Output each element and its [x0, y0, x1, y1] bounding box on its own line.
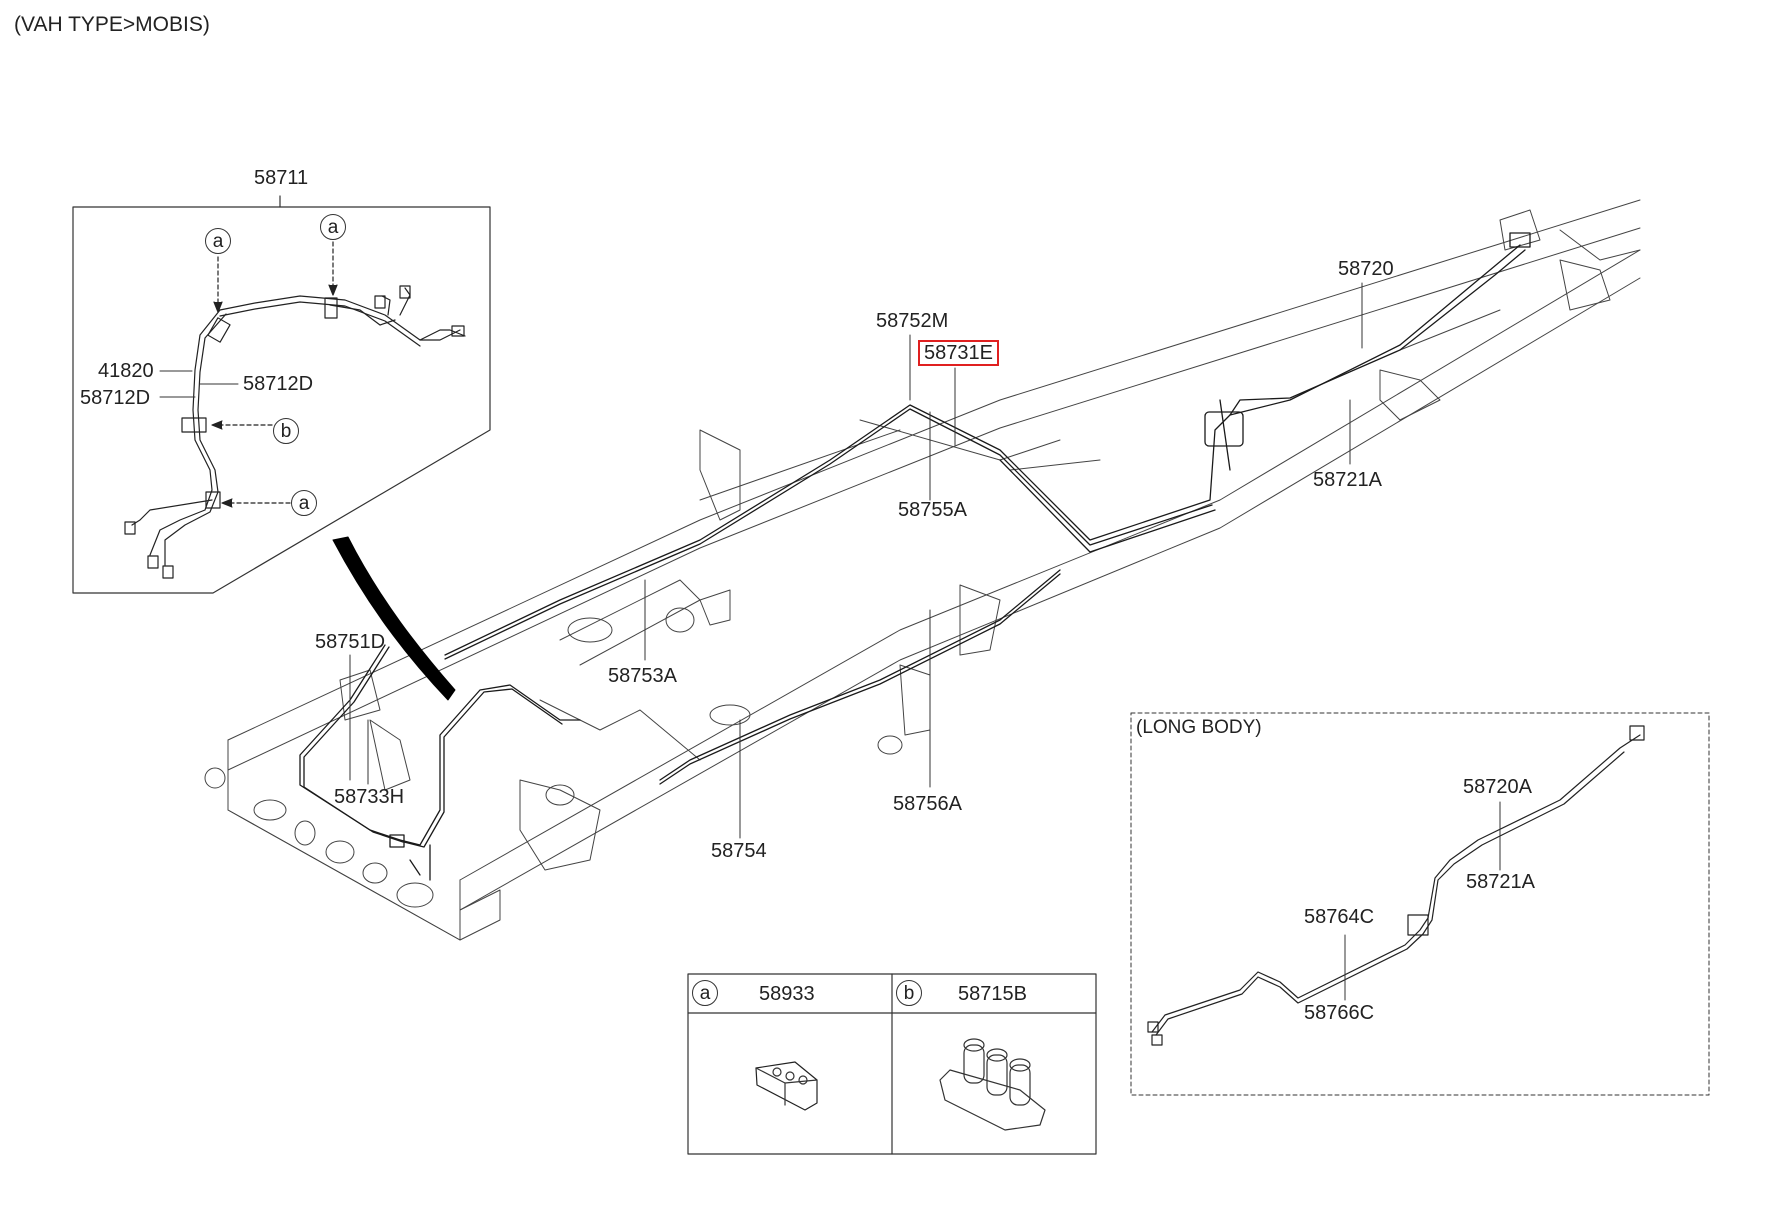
- part-label-58751D: 58751D: [315, 631, 386, 653]
- long-body-title: (LONG BODY): [1136, 717, 1262, 738]
- legend-part-58933: 58933: [759, 983, 815, 1005]
- brake-lines-main: [299, 232, 1531, 881]
- legend-key-b: b: [896, 980, 922, 1006]
- diagram-header: (VAH TYPE>MOBIS): [14, 13, 210, 36]
- part-label-58756A: 58756A: [893, 793, 962, 815]
- part-label-58754: 58754: [711, 840, 767, 862]
- legend-table: [687, 973, 1097, 1155]
- long-body-box: [1130, 712, 1710, 1096]
- callout-a-1: a: [205, 228, 231, 254]
- part-label-41820: 41820: [98, 360, 154, 382]
- part-label-58721A: 58721A: [1313, 469, 1382, 491]
- part-label-58753A: 58753A: [608, 665, 677, 687]
- part-label-58752M: 58752M: [876, 310, 949, 332]
- part-label-58766C: 58766C: [1304, 1002, 1375, 1024]
- inset-58711: [72, 195, 491, 594]
- callout-a-2: a: [320, 214, 346, 240]
- leader-lines-main: [349, 282, 1363, 839]
- part-label-58733H: 58733H: [334, 786, 405, 808]
- part-label-58731E-highlighted: 58731E: [918, 340, 999, 366]
- part-label-58720: 58720: [1338, 258, 1394, 280]
- part-label-58712D-right: 58712D: [243, 373, 314, 395]
- legend-key-a: a: [692, 980, 718, 1006]
- callout-a-3: a: [291, 490, 317, 516]
- inset-title-label: 58711: [254, 167, 309, 189]
- part-label-58720A: 58720A: [1463, 776, 1532, 798]
- pointer-arrow: [332, 536, 456, 701]
- part-label-58764C: 58764C: [1304, 906, 1375, 928]
- part-label-58721A-long: 58721A: [1466, 871, 1535, 893]
- legend-part-58715B: 58715B: [958, 983, 1027, 1005]
- part-label-58755A: 58755A: [898, 499, 967, 521]
- chassis-frame: [204, 199, 1641, 941]
- callout-b: b: [273, 418, 299, 444]
- part-label-58712D-left: 58712D: [80, 387, 151, 409]
